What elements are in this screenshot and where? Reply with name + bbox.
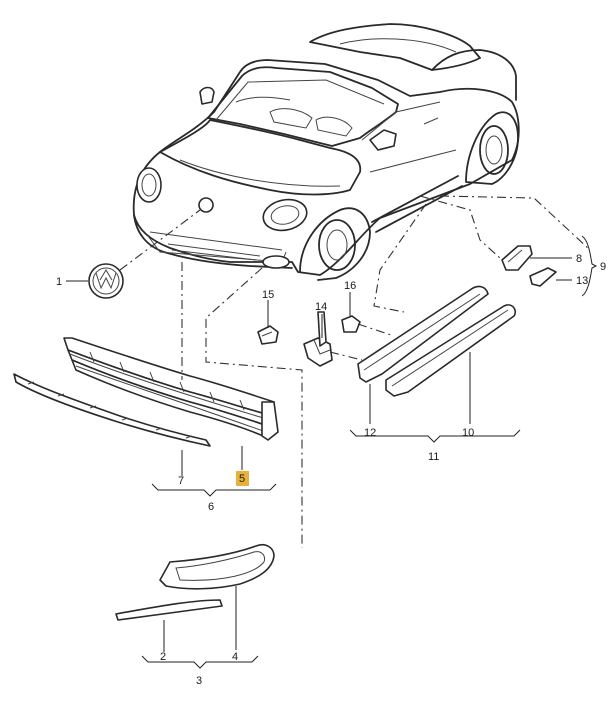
part-clip-16 [341,315,361,333]
callout-3[interactable]: 3 [196,675,202,687]
part-clip-8 [501,245,533,271]
part-clip-15 [257,325,279,345]
callout-7[interactable]: 7 [178,475,184,487]
callout-labels: 1 2 3 4 5 6 7 8 9 10 11 12 13 14 15 16 [56,253,606,687]
callout-14[interactable]: 14 [315,301,327,313]
callout-6[interactable]: 6 [208,501,214,513]
callout-2[interactable]: 2 [160,651,166,663]
car-illustration [132,23,520,281]
callout-5[interactable]: 5 [239,473,245,485]
callout-1[interactable]: 1 [56,276,62,288]
part-emblem [88,263,124,299]
callout-15[interactable]: 15 [262,289,274,301]
callout-10[interactable]: 10 [462,427,474,439]
callout-11[interactable]: 11 [428,451,439,463]
callout-8[interactable]: 8 [576,253,582,265]
part-bracket-14 [303,311,333,367]
group-brackets [141,235,598,669]
part-trim-strip-small [115,599,223,621]
part-grille [63,337,279,441]
callout-12[interactable]: 12 [364,427,376,439]
part-fog-trim [159,543,275,590]
highlight-marker [236,471,249,486]
part-lower-trim-strip [13,373,211,447]
locator-lines [119,195,591,548]
part-sill-trim-10 [385,304,517,397]
part-clip-13 [529,267,557,287]
callout-13[interactable]: 13 [576,275,588,287]
leader-lines [66,257,572,652]
callout-9[interactable]: 9 [600,261,606,273]
part-sill-trim-12 [357,285,489,383]
callout-4[interactable]: 4 [232,651,238,663]
callout-16[interactable]: 16 [344,280,356,292]
